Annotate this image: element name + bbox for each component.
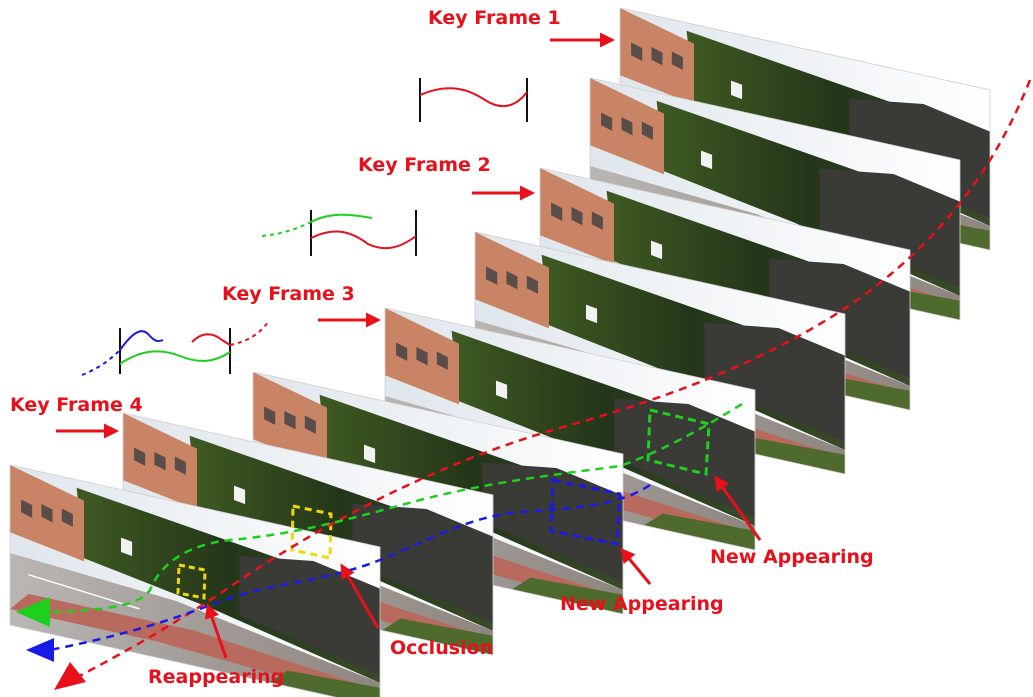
new-appearing-blue-label: New Appearing [560,593,724,615]
bbox-yellow-reappearing [176,563,207,600]
key-frame-3-label: Key Frame 3 [222,283,355,305]
blue-arrowhead-icon [26,638,54,662]
bbox-yellow-occlusion [290,504,333,560]
key-frame-1-label: Key Frame 1 [428,7,561,29]
trajectory-blue [49,483,651,652]
red-arrowhead-icon [54,662,86,690]
key-frame-4-label: Key Frame 4 [10,394,143,416]
reappearing-label: Reappearing [148,666,284,688]
reappearing-arrow-icon [204,603,228,659]
occlusion-arrow-icon [340,563,380,629]
new-appearing-green-arrow-icon [714,475,762,541]
street-frame-1 [9,464,381,697]
frame-stack [9,7,991,697]
new-appearing-green-label: New Appearing [710,546,874,568]
track-state-key-frame-2 [261,210,417,256]
track-state-key-frame-1 [419,78,528,122]
bbox-blue [549,478,622,546]
new-appearing-blue-arrow-icon [620,547,652,585]
bbox-green [646,408,711,476]
key-frame-2-label: Key Frame 2 [358,154,491,176]
green-arrowhead-icon [16,597,50,627]
trajectory-red [67,79,1032,684]
occlusion-label: Occlusion [390,637,493,659]
trajectory-green [49,402,743,614]
track-state-key-frame-3 [81,321,269,376]
